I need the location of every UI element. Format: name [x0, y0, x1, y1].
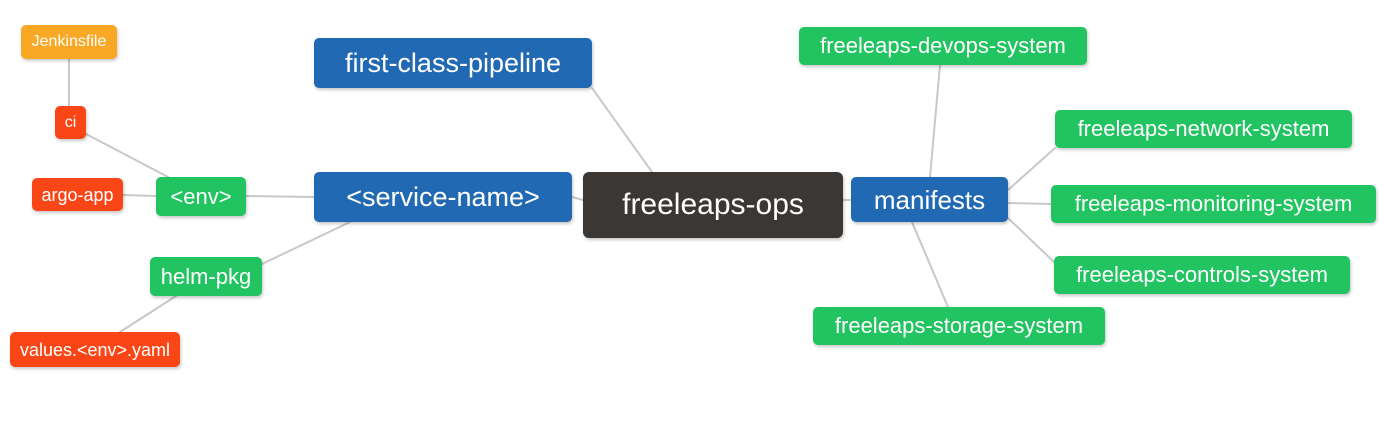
node-label: <env>: [170, 183, 232, 209]
node-label: <service-name>: [346, 181, 540, 212]
edge-manifests-network: [1007, 147, 1056, 191]
node-label: freeleaps-network-system: [1077, 116, 1330, 141]
edge-manifests-devops: [929, 64, 941, 178]
mindmap-node-jenkinsfile[interactable]: Jenkinsfile: [21, 25, 117, 59]
node-label: freeleaps-controls-system: [1076, 262, 1328, 287]
mindmap-node-env[interactable]: <env>: [156, 177, 246, 216]
edge-manifests-storage: [911, 221, 949, 308]
mindmap-node-ci[interactable]: ci: [55, 106, 86, 139]
mindmap-node-freeleaps-storage-system[interactable]: freeleaps-storage-system: [813, 307, 1105, 345]
mindmap-node-freeleaps-devops-system[interactable]: freeleaps-devops-system: [799, 27, 1087, 65]
mindmap-node-helm-pkg[interactable]: helm-pkg: [150, 257, 262, 296]
edge-service-name-helm-pkg: [261, 221, 351, 265]
edge-manifests-monitoring: [1007, 202, 1052, 205]
node-label: manifests: [873, 184, 986, 215]
mindmap-node-freeleaps-controls-system[interactable]: freeleaps-controls-system: [1054, 256, 1350, 294]
node-label: Jenkinsfile: [31, 33, 107, 50]
mindmap-node-argo-app[interactable]: argo-app: [32, 178, 123, 211]
node-label: helm-pkg: [160, 263, 252, 289]
node-label: freeleaps-devops-system: [820, 33, 1066, 58]
mindmap-node-manifests[interactable]: manifests: [851, 177, 1008, 222]
node-label: values.<env>.yaml: [19, 339, 171, 360]
edge-root-service-name: [571, 196, 584, 201]
edge-env-argo-app: [122, 194, 157, 197]
mindmap-node-values-env-yaml[interactable]: values.<env>.yaml: [10, 332, 180, 367]
node-label: argo-app: [41, 184, 114, 205]
mindmap-node-freeleaps-monitoring-system[interactable]: freeleaps-monitoring-system: [1051, 185, 1376, 223]
mindmap-node-first-class-pipeline[interactable]: first-class-pipeline: [314, 38, 592, 88]
edge-helm-pkg-values: [119, 295, 177, 333]
edge-manifests-controls: [1007, 217, 1055, 263]
node-label: freeleaps-storage-system: [834, 313, 1084, 338]
edge-env-ci: [85, 133, 169, 178]
node-label: freeleaps-monitoring-system: [1074, 191, 1353, 216]
mindmap-node-freeleaps-ops[interactable]: freeleaps-ops: [583, 172, 843, 238]
node-label: freeleaps-ops: [622, 188, 804, 221]
mindmap-node-service-name[interactable]: <service-name>: [314, 172, 572, 222]
edge-root-first-class-pipeline: [591, 87, 653, 173]
edge-service-name-env: [245, 195, 315, 198]
mindmap-node-freeleaps-network-system[interactable]: freeleaps-network-system: [1055, 110, 1352, 148]
node-label: first-class-pipeline: [344, 47, 562, 78]
node-label: ci: [64, 113, 77, 131]
